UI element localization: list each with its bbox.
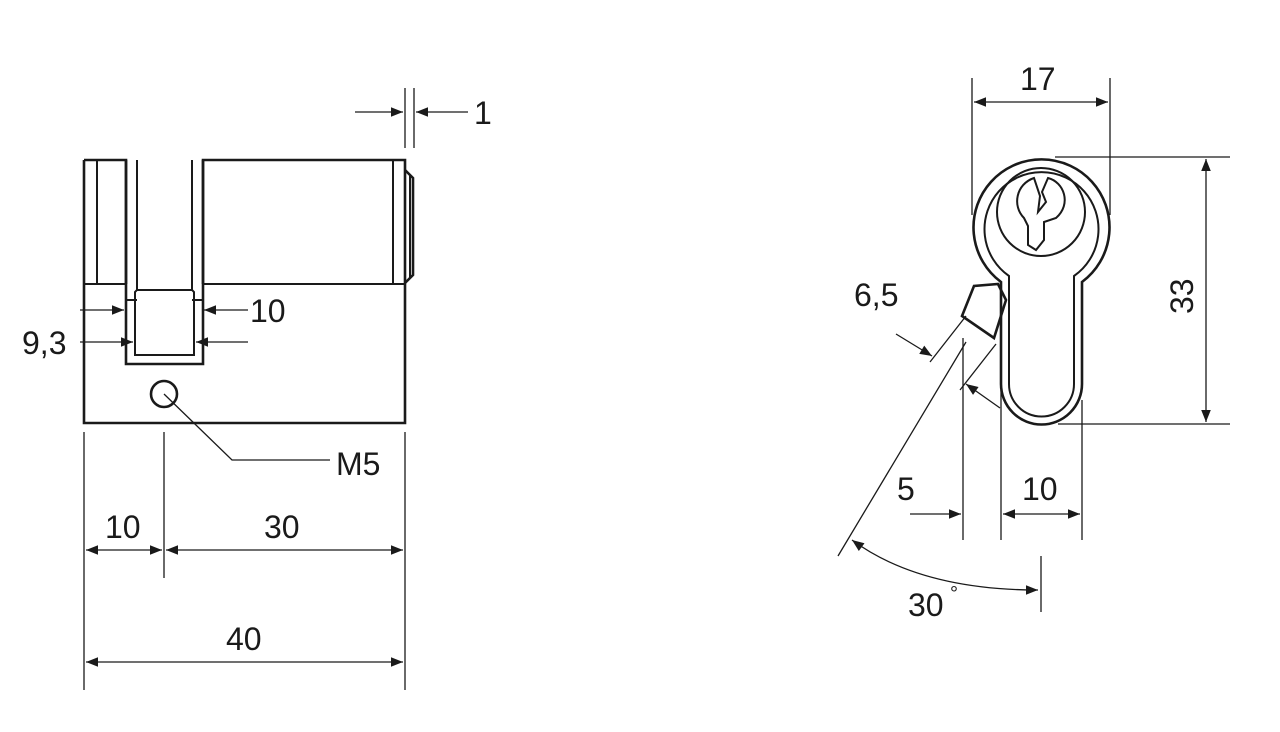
svg-text:1: 1 [474,95,492,131]
m5-leader [163,393,330,461]
dim-9-3: 9,3 [22,325,248,361]
cylinder-body [82,158,415,425]
svg-text:10: 10 [1022,471,1058,507]
dim-40-label: 40 [226,621,262,657]
m5-screw-hole [149,379,179,409]
svg-text:6,5: 6,5 [854,277,898,313]
dim-bottom-chain: 10 30 40 [83,432,406,690]
dim-6-5: 6,5 [854,277,1001,409]
svg-text:30: 30 [908,587,944,623]
svg-text:33: 33 [1164,278,1200,314]
svg-text:17: 17 [1020,61,1056,97]
dim-angle-30: 30 ° [837,341,1042,623]
svg-text:9,3: 9,3 [22,325,66,361]
svg-text:5: 5 [897,471,915,507]
m5-label: M5 [336,446,380,482]
dim-30-label: 30 [264,509,300,545]
dim-10-cam: 10 [80,293,286,329]
svg-text:°: ° [950,583,958,605]
dim-17: 17 [971,61,1111,215]
dim-10-label: 10 [105,509,141,545]
dim-5-10: 5 10 [897,338,1083,540]
cylinder-profile [960,158,1111,426]
side-view: M5 1 10 9,3 10 [22,88,492,690]
dim-33: 33 [1055,156,1230,425]
dim-1: 1 [355,88,492,148]
front-view: 17 33 6,5 5 10 [837,61,1230,623]
svg-text:10: 10 [250,293,286,329]
